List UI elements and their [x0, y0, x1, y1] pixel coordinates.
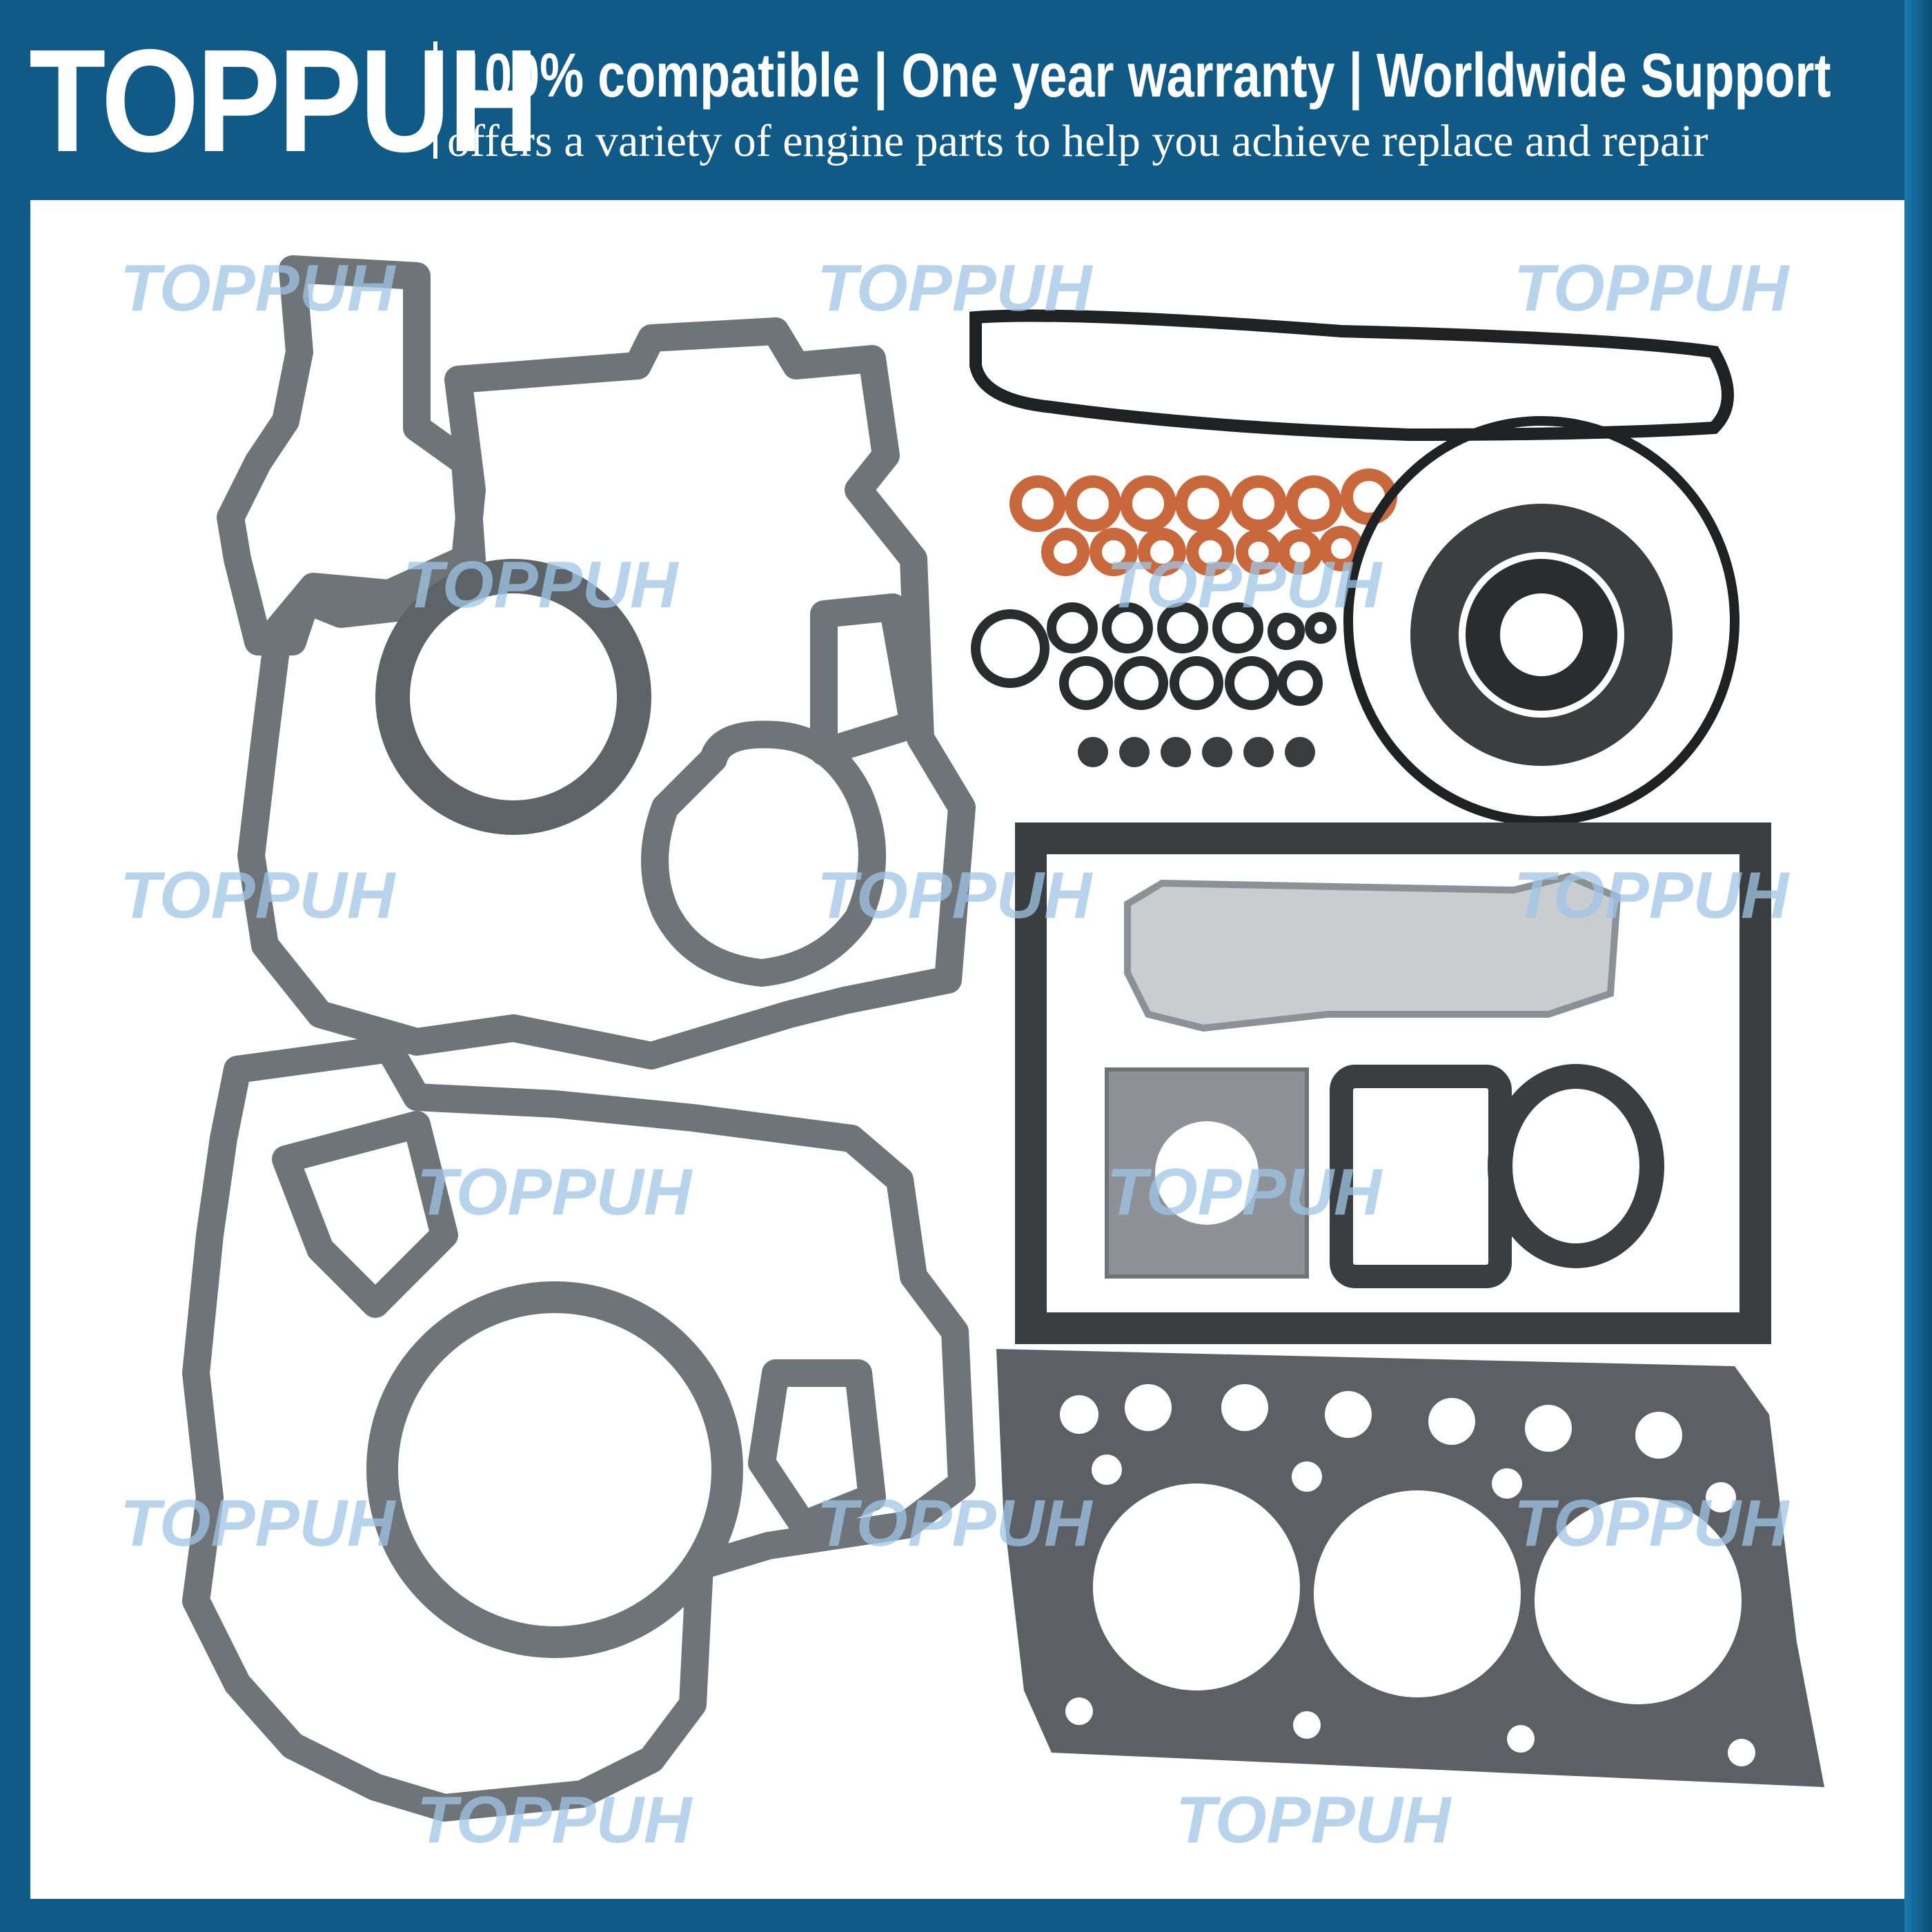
round-gasket	[1488, 1064, 1664, 1268]
frame-edge	[1904, 0, 1932, 1932]
timing-cover-gasket	[217, 255, 976, 1070]
header-subline: offers a variety of engine parts to help…	[447, 116, 1708, 166]
watermark-text: TOPPUH	[120, 251, 396, 325]
gasket-kit-illustration: TOPPUH TOPPUH TOPPUH TOPPUH TOPPUH TOPPU…	[120, 251, 1824, 1857]
watermark-text: TOPPUH	[817, 251, 1093, 325]
product-photo: TOPPUH TOPPUH TOPPUH TOPPUH TOPPUH TOPPU…	[30, 200, 1904, 1899]
valve-stem-seals	[1078, 737, 1315, 767]
watermark-text: TOPPUH	[1514, 251, 1790, 325]
rubber-o-rings	[971, 602, 1337, 710]
watermark-text: TOPPUH	[1514, 1486, 1790, 1560]
brand-logo: TOPPUH	[29, 19, 539, 182]
watermark-text: TOPPUH	[817, 858, 1093, 932]
watermark-text: TOPPUH	[120, 858, 396, 932]
head-gasket-bores	[1093, 1483, 1742, 1704]
header-banner: TOPPUH 100% compatible | One year warran…	[0, 0, 1932, 200]
gear-case-gasket	[182, 1035, 976, 1822]
water-pump-gasket	[641, 593, 927, 987]
watermark-text: TOPPUH	[1514, 858, 1790, 932]
header-divider	[433, 41, 437, 159]
watermark-text: TOPPUH	[1176, 1783, 1452, 1857]
watermark-text: TOPPUH	[1107, 548, 1383, 622]
large-o-ring	[1343, 416, 1739, 826]
valve-cover-gasket	[969, 309, 1734, 442]
header-tagline: 100% compatible | One year warranty | Wo…	[457, 41, 1831, 110]
watermark-text: TOPPUH	[417, 1783, 693, 1857]
watermark-layer: TOPPUH TOPPUH TOPPUH TOPPUH TOPPUH TOPPU…	[120, 251, 1790, 1857]
watermark-text: TOPPUH	[120, 1486, 396, 1560]
copper-washers	[1009, 469, 1397, 576]
gear-case-bore	[366, 1281, 743, 1658]
exhaust-manifold-gasket	[1124, 872, 1621, 1032]
oil-pan-gasket	[1015, 822, 1771, 1344]
head-gasket-holes	[1060, 1384, 1755, 1766]
watermark-text: TOPPUH	[417, 1155, 693, 1229]
watermark-text: TOPPUH	[403, 548, 679, 622]
watermark-text: TOPPUH	[817, 1486, 1093, 1560]
watermark-text: TOPPUH	[1107, 1155, 1383, 1229]
